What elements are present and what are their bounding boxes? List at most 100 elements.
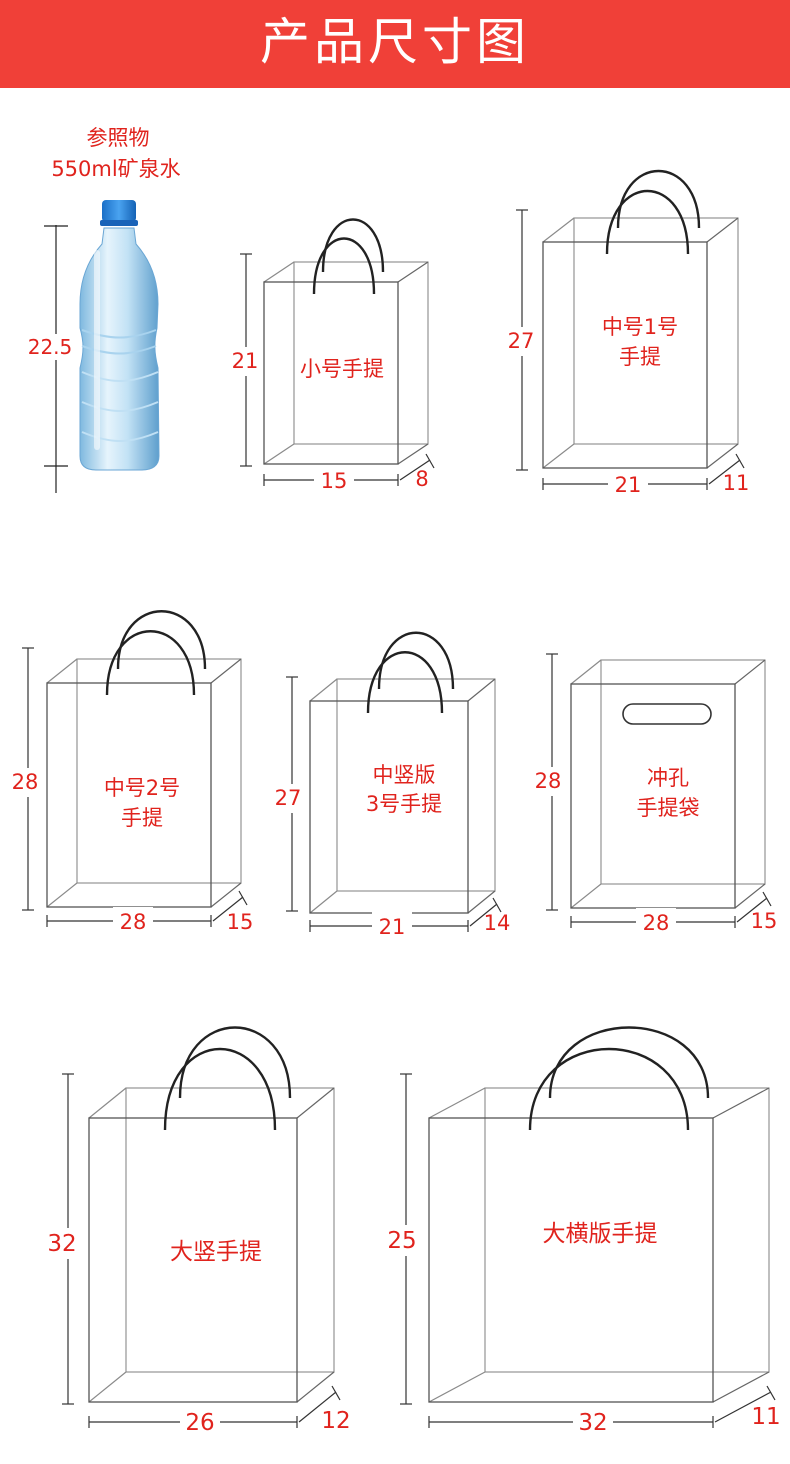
height-label: 27 bbox=[275, 786, 302, 810]
width-label: 21 bbox=[379, 915, 406, 939]
bag-handle-back bbox=[377, 631, 455, 690]
bag-label-line: 手提 bbox=[619, 345, 661, 369]
depth-dimension-tick bbox=[238, 890, 248, 906]
bag-label-line: 小号手提 bbox=[300, 357, 384, 381]
height-label-mask bbox=[505, 327, 537, 356]
bag-label-line: 中号1号 bbox=[602, 315, 678, 339]
height-label: 25 bbox=[387, 1228, 416, 1254]
height-label-mask bbox=[532, 767, 564, 796]
depth-label: 14 bbox=[484, 911, 511, 935]
water-bottle bbox=[79, 200, 160, 471]
width-label: 28 bbox=[643, 911, 670, 935]
bag-handle bbox=[105, 630, 196, 696]
bag-back-panel bbox=[573, 217, 739, 445]
bag-handle bbox=[366, 651, 444, 714]
depth-dimension-tick bbox=[762, 891, 772, 907]
bag-handle-back bbox=[548, 1026, 710, 1099]
depth-dimension-tick bbox=[425, 453, 435, 469]
bag-handle-back bbox=[321, 218, 385, 273]
depth-label: 15 bbox=[751, 909, 778, 933]
bag-back-panel bbox=[484, 1087, 770, 1373]
bag-edge bbox=[210, 882, 242, 908]
bag-label-line: 3号手提 bbox=[366, 792, 442, 816]
bag-label-line: 手提 bbox=[121, 806, 163, 830]
bag-edge bbox=[712, 1371, 770, 1403]
depth-label: 12 bbox=[321, 1408, 350, 1434]
bag-label-line: 大竖手提 bbox=[170, 1239, 262, 1265]
bag-edge bbox=[570, 659, 602, 685]
bag-label-line: 冲孔 bbox=[647, 766, 689, 790]
bag-edge bbox=[542, 217, 575, 243]
width-label-mask bbox=[608, 470, 648, 498]
width-label-mask bbox=[573, 1408, 613, 1436]
depth-label: 11 bbox=[751, 1404, 780, 1430]
width-label: 32 bbox=[578, 1410, 607, 1436]
bag-handle-back bbox=[616, 169, 701, 229]
height-label: 28 bbox=[535, 769, 562, 793]
bag-edge bbox=[542, 443, 575, 469]
bag-label-line: 中竖版 bbox=[373, 763, 436, 787]
bag-edge bbox=[296, 1087, 335, 1119]
bag-label-line: 中号2号 bbox=[104, 776, 180, 800]
reference-caption-line2: 550ml矿泉水 bbox=[51, 157, 180, 181]
bag-edge bbox=[263, 443, 295, 465]
bag-back-panel bbox=[600, 659, 766, 885]
depth-dimension-line bbox=[212, 896, 244, 922]
bag-back-panel bbox=[293, 261, 429, 445]
bag-back-panel bbox=[76, 658, 242, 884]
height-label: 27 bbox=[508, 329, 535, 353]
depth-dimension-line bbox=[399, 459, 431, 481]
bag-front-panel bbox=[263, 281, 399, 465]
depth-dimension-line bbox=[736, 897, 768, 923]
bag-edge bbox=[467, 890, 496, 914]
depth-dimension-tick bbox=[766, 1385, 776, 1401]
bag-edge bbox=[309, 890, 338, 914]
width-label-mask bbox=[113, 907, 153, 935]
depth-dimension-line bbox=[469, 903, 498, 927]
bag-edge bbox=[467, 678, 496, 702]
depth-dimension-line bbox=[714, 1391, 772, 1423]
bag-edge bbox=[570, 883, 602, 909]
bag-edge bbox=[734, 883, 766, 909]
depth-dimension-line bbox=[298, 1391, 337, 1423]
bag-edge bbox=[46, 658, 78, 684]
bag-edge bbox=[397, 261, 429, 283]
depth-dimension-line bbox=[708, 459, 741, 485]
height-label: 32 bbox=[47, 1231, 76, 1257]
bag-back-panel bbox=[125, 1087, 335, 1373]
depth-label: 15 bbox=[227, 910, 254, 934]
bag-front-panel bbox=[542, 241, 708, 469]
reference-caption-line1: 参照物 bbox=[87, 126, 150, 150]
depth-label: 11 bbox=[723, 471, 750, 495]
bag-edge bbox=[706, 217, 739, 243]
bag-handle-back bbox=[116, 610, 207, 670]
bag-vertical-3: 中竖版 3号手提 27 21 14 bbox=[272, 631, 511, 940]
height-label: 28 bbox=[12, 770, 39, 794]
bag-edge bbox=[263, 261, 295, 283]
width-label: 28 bbox=[120, 910, 147, 934]
bag-edge bbox=[428, 1371, 486, 1403]
width-label: 15 bbox=[321, 469, 348, 493]
bag-handle bbox=[163, 1048, 277, 1131]
depth-label: 8 bbox=[415, 467, 428, 491]
bag-front-panel bbox=[88, 1117, 298, 1403]
bag-handle-back bbox=[178, 1026, 292, 1099]
bag-edge bbox=[46, 882, 78, 908]
height-label: 21 bbox=[232, 349, 259, 373]
width-label-mask bbox=[636, 908, 676, 936]
reference-height-label: 22.5 bbox=[28, 335, 73, 359]
width-label: 21 bbox=[615, 473, 642, 497]
bag-edge bbox=[428, 1087, 486, 1119]
bag-edge bbox=[210, 658, 242, 684]
bag-edge bbox=[88, 1087, 127, 1119]
reference-group: 参照物 550ml矿泉水 22.5 bbox=[20, 126, 181, 493]
bag-label-line: 手提袋 bbox=[637, 796, 700, 820]
bag-punch-slot bbox=[622, 703, 712, 725]
